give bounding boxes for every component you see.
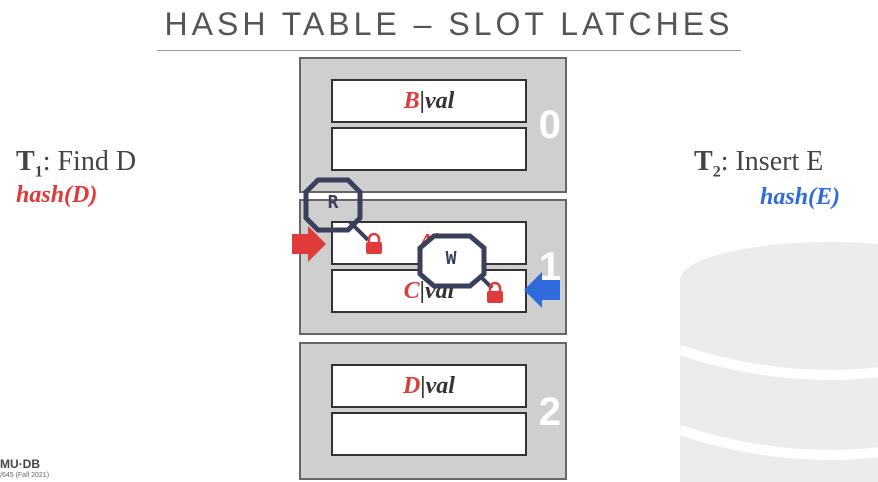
t1-label: T1: Find D [16, 146, 137, 181]
bucket-2: D|val 2 [299, 342, 567, 480]
database-watermark-icon [678, 242, 878, 482]
bucket-number: 2 [538, 390, 561, 434]
bucket-0: B|val 0 [299, 57, 567, 193]
write-latch-label: W [445, 248, 457, 269]
lock-icon [366, 232, 382, 254]
write-latch-icon [417, 233, 487, 289]
page-title: HASH TABLE – SLOT LATCHES [164, 6, 734, 42]
title-divider [157, 50, 741, 51]
read-latch-label: R [327, 192, 339, 213]
arrow-right-icon [292, 226, 326, 262]
bucket-2-slot-0: D|val [331, 364, 527, 408]
bucket-0-slot-1 [331, 127, 527, 171]
read-latch-icon [303, 177, 363, 233]
bucket-number: 1 [538, 245, 561, 289]
t2-label: T2: Insert E [694, 146, 824, 181]
footer-brand: MU·DB [0, 457, 40, 471]
footer-course: /645 (Fall 2021) [0, 472, 50, 479]
bucket-number: 0 [538, 103, 561, 147]
t1-hash: hash(D) [16, 182, 98, 208]
arrow-left-icon [524, 272, 560, 308]
bucket-2-slot-1 [331, 412, 527, 456]
t2-hash: hash(E) [760, 184, 841, 210]
lock-icon [487, 281, 503, 303]
bucket-0-slot-0: B|val [331, 79, 527, 123]
